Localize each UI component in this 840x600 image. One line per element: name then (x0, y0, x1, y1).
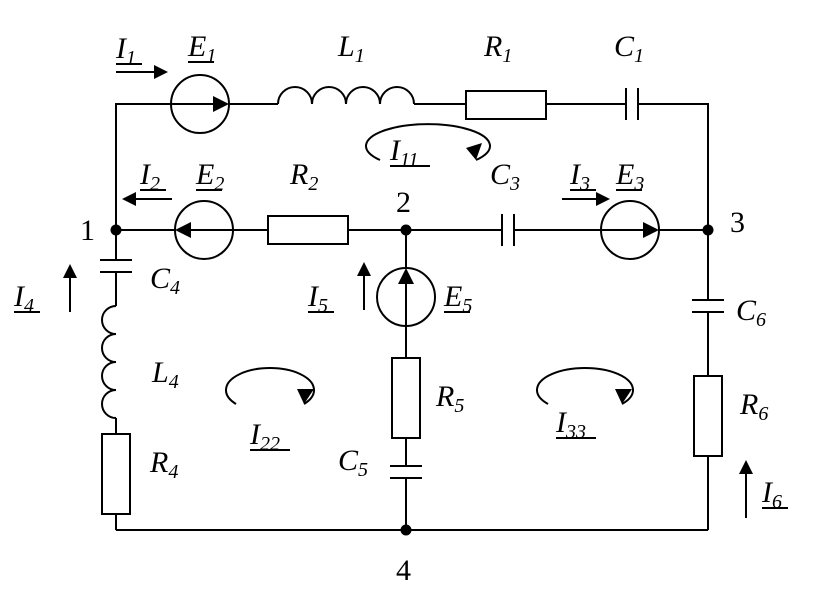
label-c5: C5 (338, 444, 368, 481)
loop-arrow-i33 (536, 366, 634, 405)
label-r4: R4 (149, 446, 178, 483)
label-r6: R6 (739, 388, 768, 425)
label-r1: R1 (483, 30, 512, 67)
label-c6: C6 (736, 294, 766, 331)
label-e3: E3 (615, 158, 644, 195)
label-l1: L1 (337, 30, 365, 67)
label-i1: I1 (115, 32, 136, 69)
label-r2: R2 (289, 158, 318, 195)
label-e1: E1 (187, 30, 216, 67)
capacitor-c6 (692, 299, 724, 313)
current-arrow-i3 (562, 192, 610, 206)
resistor-r1 (465, 90, 547, 120)
resistor-r4 (101, 433, 131, 515)
label-i6: I6 (761, 476, 782, 513)
current-arrow-i6 (739, 460, 753, 518)
label-i4: I4 (13, 280, 34, 317)
label-c3: C3 (490, 158, 520, 195)
capacitor-c3 (501, 214, 515, 246)
node-1-dot (110, 224, 122, 236)
node-3-label: 3 (730, 206, 745, 239)
resistor-r5 (391, 357, 421, 439)
node-2-label: 2 (396, 186, 411, 219)
inductor-l1 (277, 84, 415, 108)
node-1-label: 1 (80, 214, 95, 247)
label-e5: E5 (443, 280, 472, 317)
current-arrow-i2 (122, 192, 172, 206)
node-4-dot (400, 524, 412, 536)
label-c4: C4 (150, 262, 180, 299)
source-e5 (376, 267, 436, 327)
label-e2: E2 (195, 158, 224, 195)
node-4-label: 4 (396, 554, 411, 587)
source-e2 (174, 200, 234, 260)
loop-arrow-i11 (365, 123, 491, 161)
capacitor-c1 (625, 88, 639, 120)
label-i2: I2 (139, 158, 160, 195)
current-arrow-i1 (116, 65, 168, 79)
node-3-dot (702, 224, 714, 236)
label-r5: R5 (435, 380, 464, 417)
resistor-r2 (267, 215, 349, 245)
inductor-l4 (96, 305, 120, 419)
current-arrow-i5 (357, 262, 371, 310)
resistor-r6 (693, 375, 723, 457)
capacitor-c4 (100, 259, 132, 273)
label-i5: I5 (307, 280, 328, 317)
label-l4: L4 (151, 356, 179, 393)
node-2-dot (400, 224, 412, 236)
source-e1 (170, 74, 230, 134)
capacitor-c5 (390, 465, 422, 479)
label-i3: I3 (569, 158, 590, 195)
current-arrow-i4 (63, 264, 77, 312)
label-c1: C1 (614, 30, 644, 67)
loop-arrow-i22 (225, 367, 315, 405)
source-e3 (600, 200, 660, 260)
